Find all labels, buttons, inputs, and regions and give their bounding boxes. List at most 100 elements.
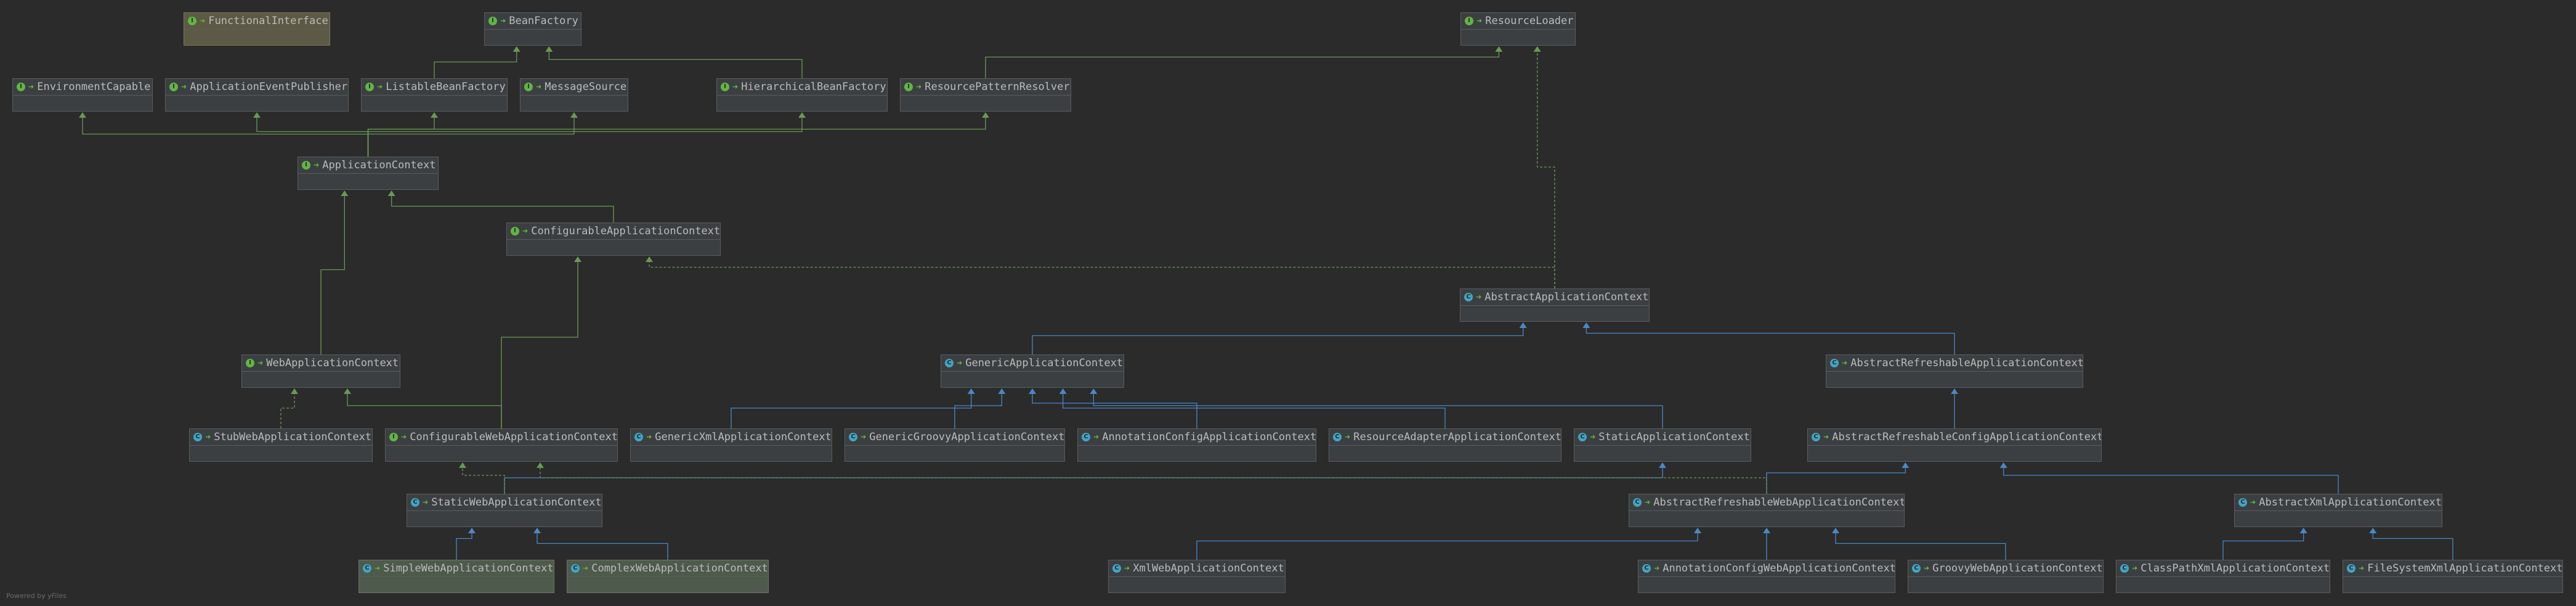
public-visibility-icon: ➜ [2359, 564, 2365, 572]
public-visibility-icon: ➜ [861, 433, 867, 441]
node-configurable-application-context[interactable]: I➜ConfigurableApplicationContext [506, 223, 721, 256]
interface-icon: I [188, 17, 196, 25]
node-resource-adapter-application-context[interactable]: C➜ResourceAdapterApplicationContext [1329, 428, 1561, 462]
node-label: AbstractApplicationContext [1484, 291, 1649, 303]
edge-arrowhead [1832, 528, 1839, 533]
node-abstract-xml-application-context[interactable]: C➜AbstractXmlApplicationContext [2234, 494, 2442, 527]
node-static-application-context[interactable]: C➜StaticApplicationContext [1574, 428, 1751, 462]
node-label: AbstractRefreshableApplicationContext [1850, 357, 2083, 369]
node-label: GroovyWebApplicationContext [1932, 562, 2103, 575]
node-label: FunctionalInterface [208, 15, 328, 27]
node-generic-application-context[interactable]: C➜GenericApplicationContext [941, 354, 1124, 388]
inheritance-edge [2003, 467, 2339, 494]
node-complex-web-application-context[interactable]: C➜ComplexWebApplicationContext [567, 560, 769, 593]
interface-icon: I [511, 227, 519, 235]
edge-arrowhead [1059, 388, 1067, 394]
node-annotation-config-application-context[interactable]: C➜AnnotationConfigApplicationContext [1077, 428, 1316, 462]
inheritance-edge [731, 393, 972, 428]
edge-arrowhead [1999, 462, 2007, 468]
edge-arrowhead [459, 462, 466, 468]
node-environment-capable[interactable]: I➜EnvironmentCapable [12, 78, 153, 112]
node-web-application-context[interactable]: I➜WebApplicationContext [241, 354, 400, 388]
public-visibility-icon: ➜ [732, 83, 739, 91]
node-hierarchical-bean-factory[interactable]: I➜HierarchicalBeanFactory [716, 78, 888, 112]
node-groovy-web-application-context[interactable]: C➜GroovyWebApplicationContext [1908, 560, 2104, 593]
node-label: ResourceAdapterApplicationContext [1353, 431, 1561, 443]
node-label: ComplexWebApplicationContext [591, 562, 768, 575]
node-static-web-application-context[interactable]: C➜StaticWebApplicationContext [407, 494, 602, 527]
inheritance-edge [367, 117, 803, 157]
node-abstract-refreshable-config-application-context[interactable]: C➜AbstractRefreshableConfigApplicationCo… [1807, 428, 2102, 462]
public-visibility-icon: ➜ [377, 83, 383, 91]
node-label: FileSystemXmlApplicationContext [2367, 562, 2562, 575]
node-abstract-application-context[interactable]: C➜AbstractApplicationContext [1460, 289, 1650, 322]
node-resource-loader[interactable]: I➜ResourceLoader [1460, 12, 1576, 46]
inheritance-edge [1032, 327, 1524, 354]
edge-arrowhead [1519, 322, 1527, 328]
public-visibility-icon: ➜ [1823, 433, 1829, 441]
node-application-event-publisher[interactable]: I➜ApplicationEventPublisher [165, 78, 349, 112]
edge-arrowhead [982, 112, 989, 118]
node-label: HierarchicalBeanFactory [741, 81, 886, 93]
class-icon: C [193, 433, 202, 441]
node-stub-web-application-context[interactable]: C➜StubWebApplicationContext [189, 428, 373, 462]
public-visibility-icon: ➜ [1345, 433, 1351, 441]
inheritance-edge [320, 195, 345, 354]
public-visibility-icon: ➜ [500, 17, 506, 25]
inheritance-edge [456, 533, 472, 560]
node-generic-groovy-application-context[interactable]: C ➜GenericGroovyApplicationContext [844, 428, 1065, 462]
node-label: StubWebApplicationContext [214, 431, 372, 443]
interface-icon: I [365, 83, 374, 91]
public-visibility-icon: ➜ [1590, 433, 1596, 441]
node-label: GenericApplicationContext [965, 357, 1124, 369]
edge-arrowhead [431, 112, 438, 118]
inheritance-edge [985, 51, 1499, 78]
public-visibility-icon: ➜ [583, 564, 589, 572]
public-visibility-icon: ➜ [957, 359, 963, 367]
node-label: GenericGroovyApplicationContext [869, 431, 1064, 443]
public-visibility-icon: ➜ [257, 359, 264, 367]
edge-arrowhead [1951, 388, 1958, 394]
node-application-context[interactable]: I➜ApplicationContext [298, 157, 439, 190]
interface-icon: I [389, 433, 398, 441]
interface-icon: I [1465, 17, 1473, 25]
node-class-path-xml-application-context[interactable]: C➜ClassPathXmlApplicationContext [2116, 560, 2330, 593]
node-label: AbstractRefreshableWebApplicationContext [1653, 496, 1904, 509]
node-resource-pattern-resolver[interactable]: I➜ResourcePatternResolver [900, 78, 1071, 112]
node-simple-web-application-context[interactable]: C➜SimpleWebApplicationContext [358, 560, 554, 593]
interface-icon: I [721, 83, 729, 91]
node-generic-xml-application-context[interactable]: C➜GenericXmlApplicationContext [630, 428, 832, 462]
inheritance-edge [1032, 393, 1197, 428]
public-visibility-icon: ➜ [314, 161, 320, 169]
powered-by-footer: Powered by yFiles [6, 592, 67, 600]
public-visibility-icon: ➜ [2132, 564, 2138, 572]
inheritance-edge [1537, 51, 1555, 289]
public-visibility-icon: ➜ [28, 83, 34, 91]
inheritance-edge [2222, 533, 2304, 560]
public-visibility-icon: ➜ [423, 498, 429, 506]
class-icon: C [1812, 433, 1820, 441]
public-visibility-icon: ➜ [1476, 17, 1483, 25]
node-label: EnvironmentCapable [37, 81, 151, 93]
edge-arrowhead [253, 112, 261, 118]
node-functional-interface[interactable]: I➜FunctionalInterface [184, 12, 330, 46]
public-visibility-icon: ➜ [646, 433, 652, 441]
class-icon: C [849, 433, 857, 441]
node-file-system-xml-application-context[interactable]: C➜FileSystemXmlApplicationContext [2343, 560, 2563, 593]
interface-icon: I [488, 17, 497, 25]
public-visibility-icon: ➜ [2250, 498, 2256, 506]
node-xml-web-application-context[interactable]: C➜XmlWebApplicationContext [1108, 560, 1286, 593]
node-listable-bean-factory[interactable]: I➜ListableBeanFactory [361, 78, 508, 112]
edge-arrowhead [387, 190, 395, 196]
node-annotation-config-web-application-context[interactable]: C➜AnnotationConfigWebApplicationContext [1638, 560, 1895, 593]
node-bean-factory[interactable]: I➜BeanFactory [484, 12, 581, 46]
node-message-source[interactable]: I➜MessageSource [520, 78, 628, 112]
edge-arrowhead [79, 112, 86, 118]
node-abstract-refreshable-application-context[interactable]: C➜AbstractRefreshableApplicationContext [1826, 354, 2083, 388]
edge-arrowhead [1582, 322, 1590, 328]
class-icon: C [1633, 498, 1642, 507]
edge-arrowhead [574, 256, 581, 262]
node-configurable-web-application-context[interactable]: I➜ConfigurableWebApplicationContext [385, 428, 618, 462]
edge-arrowhead [798, 112, 806, 118]
node-abstract-refreshable-web-application-context[interactable]: C➜AbstractRefreshableWebApplicationConte… [1629, 494, 1905, 527]
